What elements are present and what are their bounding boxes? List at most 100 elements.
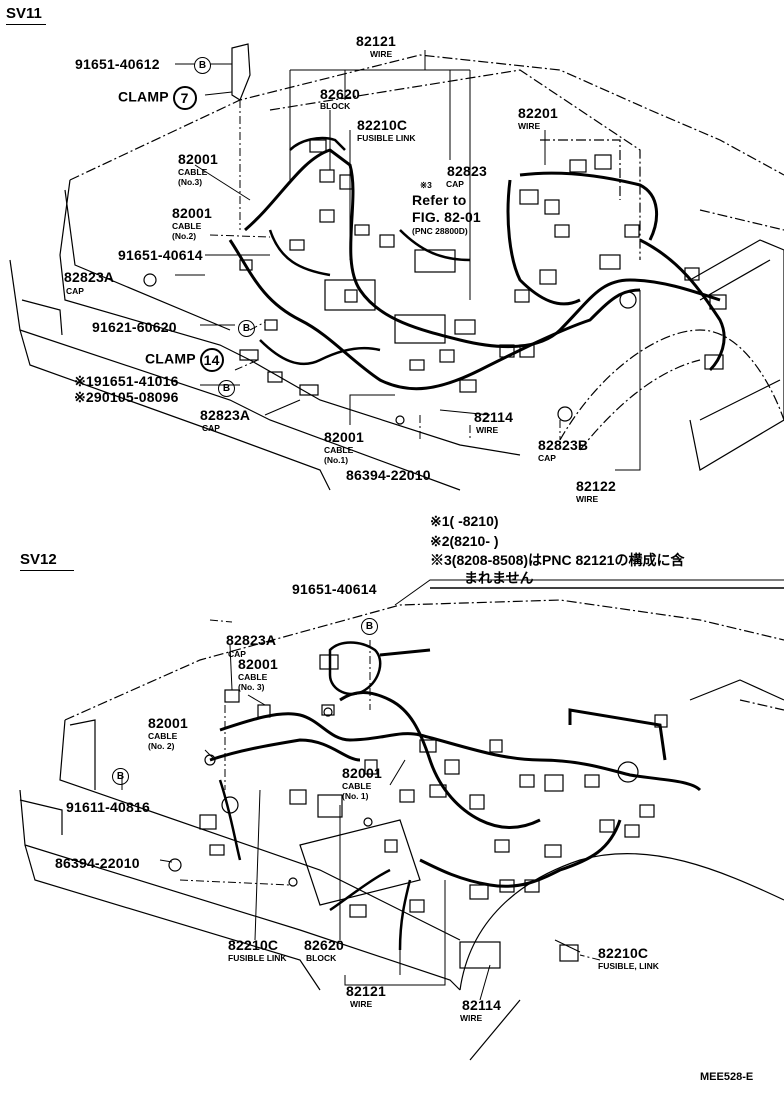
refer-to-line1: Refer to — [412, 192, 467, 208]
part-82122-desc: WIRE — [576, 494, 599, 504]
part-82001-no2-top: 82001 — [172, 205, 212, 221]
part-82001-no2-bottom-desc: CABLE — [148, 731, 178, 741]
top-harness-9 — [289, 136, 346, 151]
part-82823a-top2: 82823A — [200, 407, 251, 423]
part-86394-22010-bottom: 86394-22010 — [55, 855, 140, 871]
bottom-harness-7 — [379, 648, 431, 657]
part-86394-22010-top: 86394-22010 — [346, 467, 431, 483]
part-82823b: 82823B — [538, 437, 589, 453]
section-sv12-underline — [20, 570, 74, 571]
part-82001-no3-top-desc: CABLE — [178, 167, 208, 177]
part-82114-top-desc: WIRE — [476, 425, 499, 435]
part-82823-note: ※3 — [420, 180, 432, 190]
bottom-harness-3 — [339, 691, 541, 829]
part-82620-bottom-desc: BLOCK — [306, 953, 337, 963]
clamp-14-label: CLAMP 14 — [145, 348, 224, 372]
part-82823-desc: CAP — [446, 179, 464, 189]
part-91611-40816: 91611-40816 — [66, 799, 150, 815]
part-82001-no3-top-num: (No.3) — [178, 177, 203, 187]
part-82620-bottom: 82620 — [304, 937, 344, 953]
part-82823: 82823 — [447, 163, 487, 179]
part-82114-bottom: 82114 — [462, 997, 502, 1013]
part-82001-no2-top-num: (No.2) — [172, 231, 197, 241]
part-82121-top: 82121 — [356, 33, 396, 49]
part-82210c-bottom-2-desc: FUSIBLE, LINK — [598, 961, 659, 971]
note-2: ※2(8210- ) — [430, 533, 499, 549]
top-bumper — [9, 259, 461, 491]
top-fender-line — [699, 209, 784, 231]
part-82121-bottom: 82121 — [346, 983, 386, 999]
top-front-panel — [64, 189, 231, 331]
bottom-bumper — [19, 789, 461, 991]
part-91651-40614-top: 91651-40614 — [118, 247, 203, 263]
part-82201-desc: WIRE — [518, 121, 541, 131]
section-sv12-label: SV12 — [20, 551, 57, 568]
top-harness-5 — [639, 238, 726, 372]
refer-to-line3: (PNC 28800D) — [412, 226, 468, 236]
part-91621-60620: 91621-60620 — [92, 319, 177, 335]
part-91651-40614-bottom: 91651-40614 — [292, 581, 377, 597]
part-82001-no1-top-desc: CABLE — [324, 445, 354, 455]
top-lamp — [21, 299, 63, 336]
part-82114-top: 82114 — [474, 409, 514, 425]
top-harness-8 — [399, 229, 471, 262]
part-82210c-top-desc: FUSIBLE LINK — [357, 133, 416, 143]
part-82201: 82201 — [518, 105, 558, 121]
part-82114-bottom-desc: WIRE — [460, 1013, 483, 1023]
part-82001-no2-bottom-num: (No. 2) — [148, 741, 175, 751]
part-82001-no1-bottom-num: (No. 1) — [342, 791, 369, 801]
part-82823b-desc: CAP — [538, 453, 556, 463]
part-82001-no3-bottom-desc: CABLE — [238, 672, 268, 682]
clamp-7-label: CLAMP 7 — [118, 86, 197, 110]
part-191651-41016: ※191651-41016 — [74, 373, 179, 389]
bottom-harness-2 — [209, 738, 361, 762]
part-82001-no1-top-num: (No.1) — [324, 455, 349, 465]
bolt-b-marker-4: B — [361, 617, 378, 635]
bottom-harness-8 — [218, 779, 242, 861]
drawing-code: MEE528-E — [700, 1071, 754, 1083]
bottom-front-face — [59, 719, 461, 941]
top-bumper-lower — [19, 329, 331, 491]
top-harness-main — [244, 148, 721, 348]
bolt-b-marker-3: B — [218, 379, 235, 397]
bottom-harness-10 — [329, 868, 391, 912]
top-right-fender — [689, 239, 784, 471]
part-82001-no1-bottom-desc: CABLE — [342, 781, 372, 791]
part-82121-bottom-desc: WIRE — [350, 999, 373, 1009]
part-82001-no1-top: 82001 — [324, 429, 364, 445]
bottom-harness-4 — [419, 819, 622, 888]
top-right-fender2 — [699, 259, 771, 301]
bottom-battery — [299, 819, 421, 906]
refer-to-line2: FIG. 82-01 — [412, 209, 481, 225]
bottom-fender-wheel — [459, 853, 784, 991]
bottom-right-fender — [689, 679, 784, 701]
top-harness-4 — [519, 171, 659, 241]
part-82823a-top-desc: CAP — [66, 286, 84, 296]
part-82210c-bottom: 82210C — [228, 937, 279, 953]
part-82210c-top: 82210C — [357, 117, 408, 133]
top-engine-bay — [269, 69, 641, 260]
bottom-fender-wheel2 — [469, 999, 521, 1061]
part-82001-no2-bottom: 82001 — [148, 715, 188, 731]
part-290105-08096: ※290105-08096 — [74, 389, 179, 405]
top-fender-wheel — [559, 329, 784, 441]
bottom-lamp — [19, 799, 63, 835]
part-82620-top: 82620 — [320, 86, 360, 102]
top-strut — [540, 139, 621, 200]
bottom-harness-5 — [568, 708, 667, 761]
bottom-harness-9 — [398, 879, 412, 951]
note-3: ※3(8208-8508)はPNC 82121の構成に含 — [430, 552, 685, 568]
bottom-fender-line — [739, 699, 784, 711]
top-harness-7 — [268, 229, 331, 277]
section-sv11-label: SV11 — [6, 5, 42, 22]
part-82001-no3-bottom-num: (No. 3) — [238, 682, 265, 692]
part-82001-no2-top-desc: CABLE — [172, 221, 202, 231]
part-82823a-top2-desc: CAP — [202, 423, 220, 433]
part-82210c-bottom-desc: FUSIBLE LINK — [228, 953, 287, 963]
section-sv11-underline — [6, 24, 46, 25]
part-82001-no3-top: 82001 — [178, 151, 218, 167]
top-front-body — [59, 179, 521, 456]
part-82620-top-desc: BLOCK — [320, 101, 351, 111]
